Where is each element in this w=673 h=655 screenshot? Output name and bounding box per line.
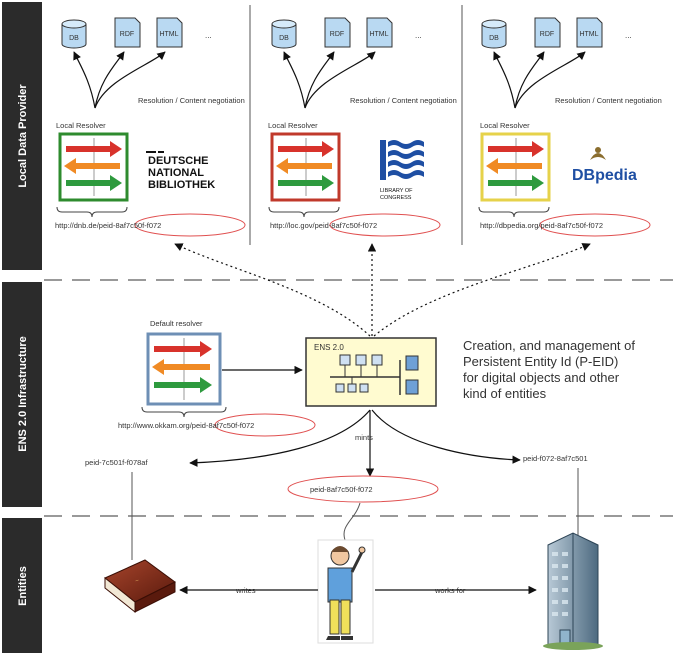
rdf-document-icon: RDF xyxy=(114,17,141,48)
html-document-icon: HTML xyxy=(366,17,393,48)
peid-highlight-oval xyxy=(134,213,246,237)
provider-url: http://loc.gov/peid-8af7c50f-f072 xyxy=(270,221,377,230)
person-icon xyxy=(317,539,374,644)
resolver-label: Local Resolver xyxy=(480,121,530,130)
svg-text:HTML: HTML xyxy=(579,31,598,38)
rdf-document-icon: RDF xyxy=(534,17,561,48)
default-resolver-icon xyxy=(146,332,222,406)
provider-url: http://dnb.de/peid-8af7c50f-f072 xyxy=(55,221,161,230)
peid-center-label: peid-8af7c50f-f072 xyxy=(310,485,373,494)
ens-to-dnb-arrow xyxy=(174,243,371,337)
peid-highlight-oval xyxy=(539,213,651,237)
sidebar-label-entities: Entities xyxy=(17,566,29,606)
ens-box-label: ENS 2.0 xyxy=(314,343,344,352)
svg-text:HTML: HTML xyxy=(159,31,178,38)
building-icon xyxy=(543,532,603,650)
mints-left-arrow xyxy=(189,409,371,467)
db-icon: DB xyxy=(271,19,297,49)
svg-text:Creation, and management of: Creation, and management of xyxy=(463,338,635,353)
more-ellipsis: ... xyxy=(625,31,632,40)
svg-text:BIBLIOTHEK: BIBLIOTHEK xyxy=(148,179,215,191)
svg-text:NATIONAL: NATIONAL xyxy=(148,167,204,179)
db-icon: DB xyxy=(481,19,507,49)
local-resolver-icon xyxy=(270,132,341,202)
writes-label: writes xyxy=(235,586,256,595)
svg-text:RDF: RDF xyxy=(540,31,554,38)
dbpedia-logo: DBpedia xyxy=(572,147,637,184)
peid-highlight-oval xyxy=(214,413,316,437)
peid-left-label: peid-7c501f-f078af xyxy=(85,458,148,467)
works-for-label: works for xyxy=(434,586,466,595)
server-cluster-icon xyxy=(330,354,419,395)
more-ellipsis: ... xyxy=(205,31,212,40)
provider-url: http://dbpedia.org/peid-8af7c50f-f072 xyxy=(480,221,603,230)
sidebar-ens-infrastructure: ENS 2.0 Infrastructure xyxy=(2,282,42,507)
svg-text:LIBRARY OF: LIBRARY OF xyxy=(380,188,413,194)
svg-text:DB: DB xyxy=(69,35,79,42)
sidebar-local-data-provider: Local Data Provider xyxy=(2,2,42,270)
svg-text:CONGRESS: CONGRESS xyxy=(380,195,412,201)
svg-text:HTML: HTML xyxy=(369,31,388,38)
sidebar-label-local-data-provider: Local Data Provider xyxy=(17,84,29,188)
dnb-logo: DEUTSCHE NATIONAL BIBLIOTHEK xyxy=(140,136,240,204)
library-of-congress-logo: LIBRARY OF CONGRESS xyxy=(380,140,424,201)
rdf-document-icon: RDF xyxy=(324,17,351,48)
negotiation-label: Resolution / Content negotiation xyxy=(350,96,457,105)
provider-loc: DB RDF HTML ... Resolution / Content neg… xyxy=(268,17,457,237)
resolver-label: Local Resolver xyxy=(56,121,106,130)
svg-text:DEUTSCHE: DEUTSCHE xyxy=(148,155,209,167)
provider-dnb: DB RDF HTML ... Resolution / Content neg… xyxy=(55,17,246,237)
local-resolver-icon xyxy=(480,132,551,202)
svg-text:kind of entities: kind of entities xyxy=(463,386,547,401)
provider-dbpedia: DB RDF HTML ... Resolution / Content neg… xyxy=(478,17,662,237)
ens-to-dbpedia-arrow xyxy=(373,243,591,337)
local-resolver-icon xyxy=(58,132,129,202)
html-document-icon: HTML xyxy=(156,17,183,48)
sidebar-label-ens-infrastructure: ENS 2.0 Infrastructure xyxy=(17,336,29,452)
svg-text:RDF: RDF xyxy=(120,31,134,38)
svg-text:for digital objects and other: for digital objects and other xyxy=(463,370,620,385)
svg-text:DBpedia: DBpedia xyxy=(572,167,637,184)
peid-highlight-oval xyxy=(287,475,439,503)
db-icon: DB xyxy=(61,19,87,49)
mints-label: mints xyxy=(355,433,373,442)
more-ellipsis: ... xyxy=(415,31,422,40)
svg-text:DB: DB xyxy=(489,35,499,42)
negotiation-label: Resolution / Content negotiation xyxy=(138,96,245,105)
peid-right-label: peid-f072-8af7c501 xyxy=(523,454,588,463)
ens-description: Creation, and management of Persistent E… xyxy=(463,338,635,401)
default-resolver-url: http://www.okkam.org/peid-8af7c50f-f072 xyxy=(118,421,254,430)
svg-text:DB: DB xyxy=(279,35,289,42)
peid-highlight-oval xyxy=(329,213,441,237)
mints-right-arrow xyxy=(371,409,521,464)
ens-box: ENS 2.0 xyxy=(305,337,437,407)
html-document-icon: HTML xyxy=(576,17,603,48)
sidebar-entities: Entities xyxy=(2,518,42,653)
resolver-label: Local Resolver xyxy=(268,121,318,130)
book-icon: ~ xyxy=(104,559,176,614)
svg-text:Persistent Entity Id (P-EID): Persistent Entity Id (P-EID) xyxy=(463,354,618,369)
negotiation-label: Resolution / Content negotiation xyxy=(555,96,662,105)
default-resolver-label: Default resolver xyxy=(150,319,203,328)
svg-text:RDF: RDF xyxy=(330,31,344,38)
svg-text:~: ~ xyxy=(135,578,141,585)
